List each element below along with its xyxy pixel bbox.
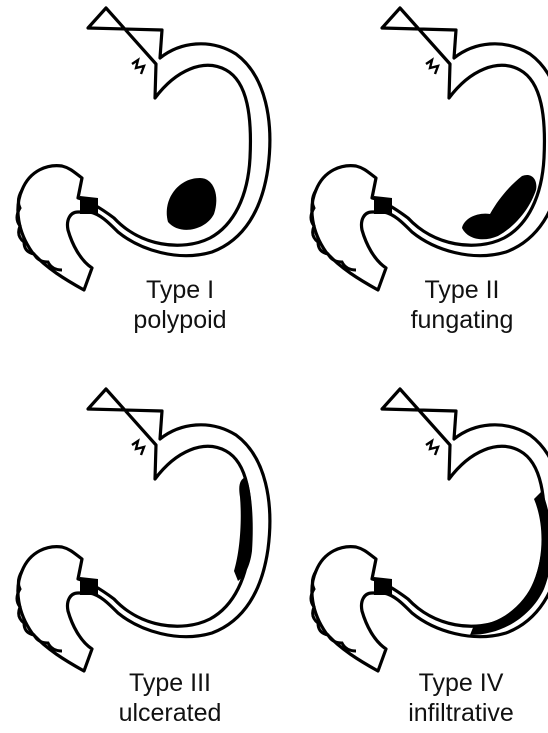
type-descriptor: infiltrative (391, 698, 531, 728)
polypoid-lesion (167, 178, 217, 230)
type-label: Type IV (391, 668, 531, 698)
caption-type-2: Type II fungating (392, 275, 532, 335)
tumor-mass (167, 178, 217, 230)
caption-type-1: Type I polypoid (110, 275, 250, 335)
gastroesophageal-junction (426, 441, 438, 455)
panel-type-4: Type IV infiltrative (274, 366, 548, 733)
type-label: Type III (100, 668, 240, 698)
stomach-outline (311, 389, 548, 671)
stomach-wall (312, 389, 548, 671)
type-descriptor: polypoid (110, 305, 250, 335)
stomach-outline (17, 8, 270, 290)
gastroesophageal-junction (426, 60, 438, 74)
stomach-wall (312, 8, 548, 290)
stomach-wall (18, 8, 270, 290)
type-label: Type II (392, 275, 532, 305)
panel-type-2: Type II fungating (274, 0, 548, 366)
pylorus (374, 577, 392, 595)
type-label: Type I (110, 275, 250, 305)
stomach-outline (311, 8, 548, 290)
type-descriptor: fungating (392, 305, 532, 335)
pylorus (374, 196, 392, 214)
gastroesophageal-junction (132, 60, 144, 74)
pylorus (80, 196, 98, 214)
stomach-outline (17, 389, 270, 671)
pylorus (80, 577, 98, 595)
gastroesophageal-junction (132, 441, 144, 455)
type-descriptor: ulcerated (100, 698, 240, 728)
panel-type-1: Type I polypoid (0, 0, 274, 366)
caption-type-4: Type IV infiltrative (391, 668, 531, 728)
panel-type-3: Type III ulcerated (0, 366, 274, 733)
stomach-wall (18, 389, 270, 671)
caption-type-3: Type III ulcerated (100, 668, 240, 728)
